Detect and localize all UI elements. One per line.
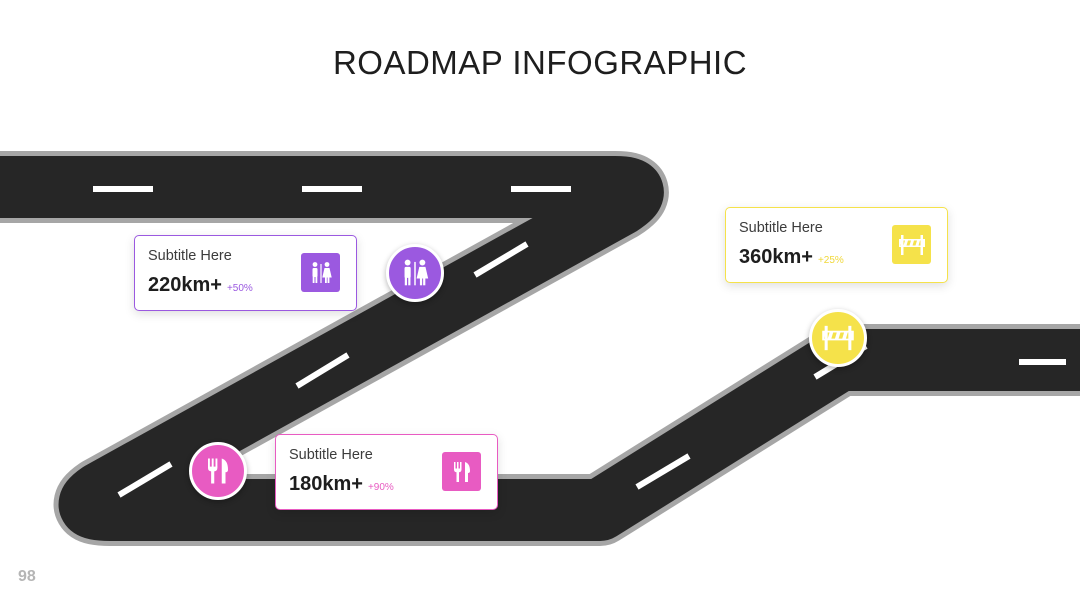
card-value: 220km+: [148, 274, 222, 296]
lane-dash: [473, 241, 529, 278]
lane-dash: [295, 352, 350, 389]
card-value-line: 360km+ +25%: [739, 246, 844, 269]
card-value-line: 180km+ +90%: [289, 473, 394, 496]
card-subtitle: Subtitle Here: [148, 248, 232, 264]
milestone-card-3: Subtitle Here 360km+ +25%: [725, 207, 948, 283]
page-number: 98: [18, 568, 36, 585]
milestone-card-1: Subtitle Here 220km+ +50%: [134, 235, 357, 311]
road-barrier-icon: [809, 309, 867, 367]
fork-knife-icon: [189, 442, 247, 500]
card-change: +50%: [226, 283, 253, 294]
fork-knife-icon: [442, 452, 481, 491]
page-title: ROADMAP INFOGRAPHIC: [332, 44, 748, 81]
card-subtitle: Subtitle Here: [739, 220, 823, 236]
card-subtitle: Subtitle Here: [289, 447, 373, 463]
card-value: 180km+: [289, 473, 363, 495]
lane-dash: [635, 453, 691, 490]
road-barrier-icon: [892, 225, 931, 264]
restroom-icon: [386, 244, 444, 302]
road-surface: [0, 156, 1080, 541]
restroom-icon: [301, 253, 340, 292]
card-change: +90%: [367, 482, 394, 493]
card-value: 360km+: [739, 246, 813, 268]
milestone-card-2: Subtitle Here 180km+ +90%: [275, 434, 498, 510]
lane-dash: [117, 461, 173, 498]
card-change: +25%: [817, 255, 844, 266]
card-value-line: 220km+ +50%: [148, 274, 253, 297]
